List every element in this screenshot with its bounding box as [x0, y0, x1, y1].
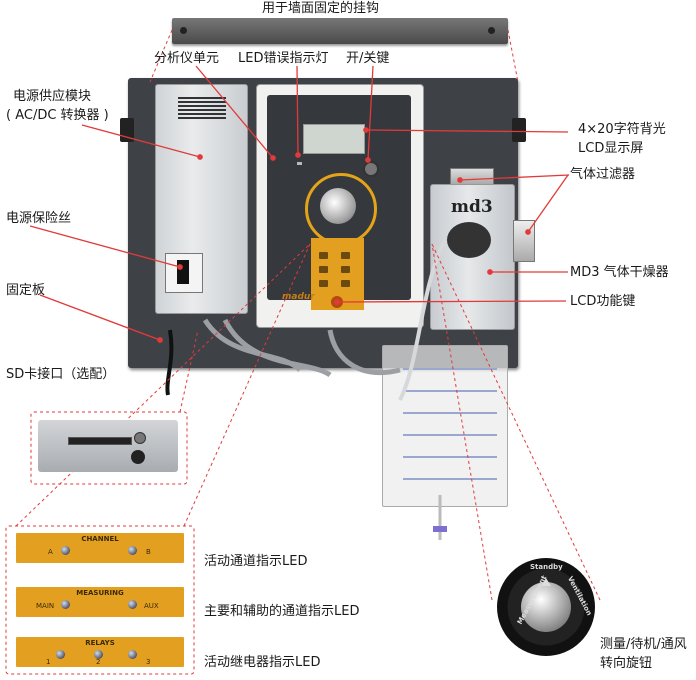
function-key[interactable] — [341, 266, 350, 273]
measuring-strip-title: MEASURING — [76, 589, 124, 597]
lcd-function-key-label: LCD功能键 — [570, 294, 636, 309]
rotary-standby-label: Standby — [530, 563, 563, 571]
led-error-label: LED错误指示灯 — [238, 51, 329, 66]
measuring-indicator-strip: MEASURING MAIN AUX — [16, 587, 184, 617]
page-title: 用于墙面固定的挂钩 — [262, 1, 380, 16]
rail-hole — [180, 27, 187, 34]
md3-gas-dryer: md3 — [430, 184, 515, 330]
rotary-knob-label: 测量/待机/通风 — [600, 637, 687, 652]
aux-channel-label: AUX — [144, 602, 159, 610]
main-channel-led — [61, 600, 70, 609]
plate-bracket — [512, 118, 526, 142]
bag-scale-mark — [403, 478, 497, 480]
relay-1-led — [56, 650, 65, 659]
relay-3-label: 3 — [146, 658, 151, 666]
rotary-knob-cap[interactable] — [521, 582, 571, 632]
function-key[interactable] — [341, 280, 350, 287]
channel-indicator-strip: CHANNEL A B — [16, 533, 184, 563]
bag-scale-mark — [403, 390, 497, 392]
sd-status-led — [134, 432, 146, 444]
rail-hole — [488, 27, 495, 34]
power-button[interactable] — [363, 161, 379, 177]
power-supply-label: 电源供应模块 — [13, 89, 92, 104]
power-switch-label: 开/关键 — [346, 51, 390, 66]
led-error-indicator — [297, 162, 302, 165]
peristaltic-pump-icon — [447, 222, 491, 258]
relay-2-led — [94, 650, 103, 659]
md3-label: md3 — [451, 197, 493, 217]
main-aux-leds-label: 主要和辅助的通道指示LED — [204, 604, 360, 619]
channel-b-led — [128, 546, 137, 555]
condensate-bag — [382, 345, 508, 507]
rotary-pointer-icon — [541, 578, 551, 586]
function-key[interactable] — [319, 252, 328, 259]
relay-1-label: 1 — [46, 658, 51, 666]
vent-grille — [178, 97, 226, 121]
lcd-display — [303, 124, 365, 154]
channel-a-led — [61, 546, 70, 555]
bag-scale-mark — [403, 434, 497, 436]
mounting-plate-label: 固定板 — [6, 283, 46, 298]
function-key[interactable] — [319, 266, 328, 273]
rotary-knob-sublabel: 转向旋钮 — [600, 656, 653, 671]
power-supply-sublabel: ( AC/DC 转换器 ) — [6, 108, 109, 123]
sd-card-interface-detail — [38, 420, 178, 472]
fuse-label: 电源保险丝 — [6, 211, 72, 226]
relay-leds-label: 活动继电器指示LED — [204, 655, 321, 670]
analyzer-unit-label: 分析仪单元 — [154, 51, 220, 66]
sd-eject-button[interactable] — [131, 450, 145, 464]
relays-strip-title: RELAYS — [85, 639, 115, 647]
wall-hook-rail — [172, 18, 508, 44]
main-channel-label: MAIN — [36, 602, 55, 610]
relays-indicator-strip: RELAYS 1 2 3 — [16, 637, 184, 667]
sd-card-label: SD卡接口（选配） — [6, 367, 116, 382]
lcd-display-sublabel: LCD显示屏 — [578, 141, 644, 156]
bag-scale-mark — [403, 368, 497, 370]
aux-channel-led — [128, 600, 137, 609]
gas-filter-label: 气体过滤器 — [570, 167, 636, 182]
relay-2-label: 2 — [96, 658, 101, 666]
channel-a-label: A — [48, 548, 53, 556]
function-key[interactable] — [341, 252, 350, 259]
mode-knob[interactable] — [320, 188, 356, 224]
brand-logo: madur — [282, 292, 315, 302]
md3-dryer-label: MD3 气体干燥器 — [570, 265, 669, 280]
channel-b-label: B — [146, 548, 151, 556]
function-key[interactable] — [319, 280, 328, 287]
bag-scale-mark — [403, 412, 497, 414]
channel-strip-title: CHANNEL — [81, 535, 119, 543]
relay-3-led — [128, 650, 137, 659]
lcd-display-label: 4×20字符背光 — [578, 122, 666, 137]
bag-scale-mark — [403, 456, 497, 458]
sd-card-slot[interactable] — [68, 437, 132, 445]
channel-leds-label: 活动通道指示LED — [204, 554, 308, 569]
